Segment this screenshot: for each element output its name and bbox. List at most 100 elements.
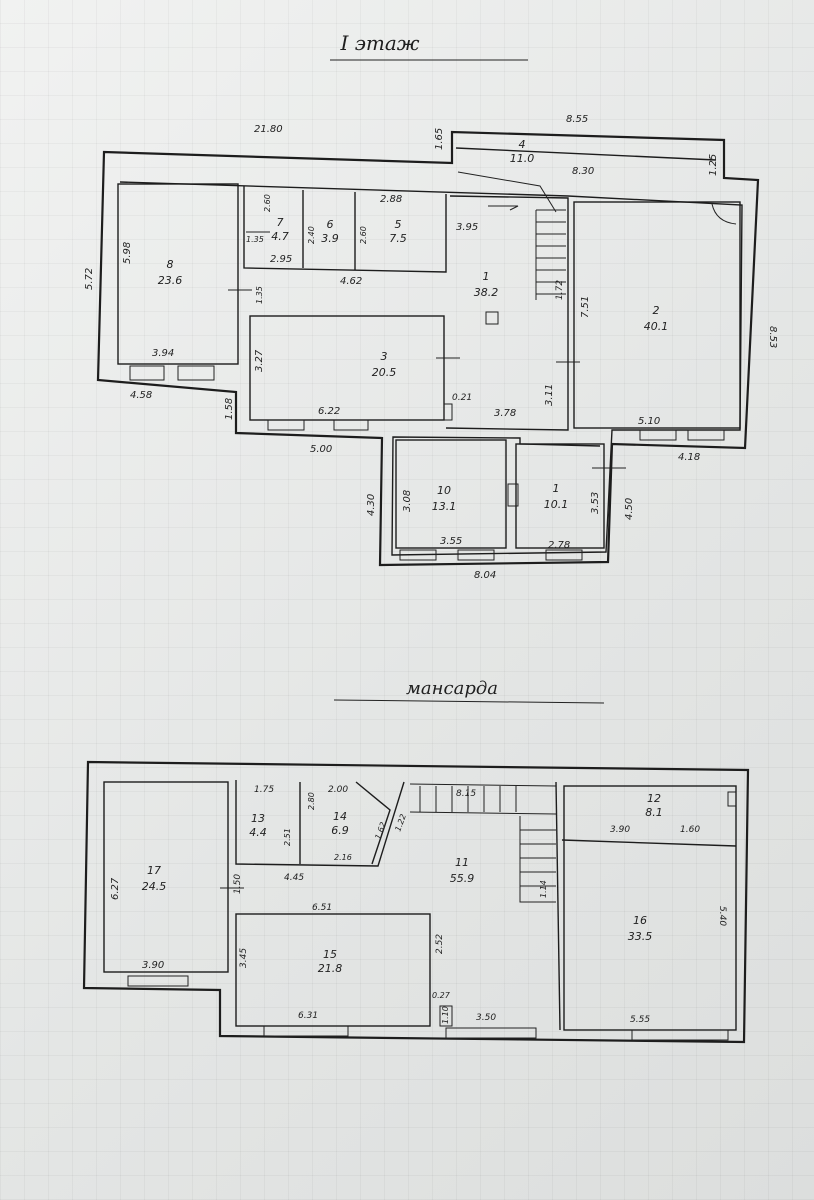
- f1-dim: 5.98: [122, 242, 133, 264]
- att-dim: 1.10: [441, 1006, 450, 1024]
- f1-dim: 2.60: [263, 194, 272, 212]
- f1-dim: 4.62: [340, 276, 362, 287]
- f1-room-num: 7: [277, 216, 284, 229]
- f1-dim: 0.21: [452, 393, 472, 403]
- att-dim: 1.62: [373, 821, 388, 841]
- att-room-area: 6.9: [331, 824, 349, 837]
- floor1-plan: [96, 130, 760, 567]
- attic-room-labels: 11 55.9 12 8.1 13 4.4 14 6.9 15 21.8 16 …: [142, 792, 663, 975]
- f1-dim: 2.88: [380, 194, 402, 205]
- f1-dim: 3.27: [254, 349, 265, 372]
- f1-dim: 1.58: [224, 398, 235, 420]
- f1-dim: 5.00: [310, 444, 332, 455]
- att-room-num: 12: [647, 792, 661, 805]
- f1-room-area: 20.5: [372, 366, 397, 379]
- att-room-area: 33.5: [628, 930, 653, 943]
- f1-dim: 8.53: [767, 326, 778, 348]
- att-dim: 1.14: [539, 880, 548, 898]
- f1-dim: 4.18: [678, 452, 700, 463]
- f1-dim: 21.80: [254, 124, 283, 135]
- f1-dim: 7.51: [580, 296, 591, 318]
- f1-room-area: 40.1: [644, 320, 669, 333]
- f1-room-num: 8: [167, 258, 174, 271]
- f1-room-area: 11.0: [510, 152, 535, 165]
- f1-dim: 1.25: [708, 154, 719, 176]
- f1-dim: 6.22: [318, 406, 340, 417]
- att-dim: 2.51: [283, 828, 292, 846]
- att-room-num: 13: [251, 812, 265, 825]
- att-dim: 1.22: [393, 813, 408, 833]
- f1-dim: 3.94: [152, 348, 174, 359]
- f1-dim: 3.08: [402, 490, 413, 512]
- att-dim: 6.31: [298, 1011, 318, 1021]
- att-dim: 0.27: [432, 991, 451, 1000]
- f1-room-num: 1: [483, 270, 490, 283]
- att-dim: 3.90: [610, 825, 630, 835]
- att-dim: 3.45: [239, 948, 249, 968]
- att-room-area: 8.1: [645, 806, 663, 819]
- att-dim: 2.00: [328, 785, 348, 795]
- f1-room-num: 1: [553, 482, 560, 495]
- att-room-num: 14: [333, 810, 347, 823]
- f1-dim: 4.50: [624, 498, 635, 520]
- f1-dim: 8.04: [474, 570, 496, 581]
- f1-dim: 3.53: [590, 492, 601, 514]
- f1-dim: 5.10: [638, 416, 660, 427]
- f1-dim: 3.11: [544, 384, 555, 406]
- f1-dim: 1.65: [434, 128, 445, 150]
- att-dim: 8.15: [456, 789, 476, 799]
- att-room-num: 16: [633, 914, 647, 927]
- f1-dim: 2.60: [359, 226, 368, 244]
- floor1-dimensions: 21.80 8.55 8.30 1.65 1.25 5.72 5.98 3.94…: [84, 114, 778, 581]
- f1-room-num: 2: [653, 304, 660, 317]
- f1-dim: 5.72: [84, 268, 95, 290]
- f1-dim: 1.35: [246, 235, 264, 244]
- f1-room-area: 10.1: [544, 498, 569, 511]
- f1-dim: 8.55: [566, 114, 588, 125]
- f1-room-num: 10: [437, 484, 451, 497]
- f1-dim: 3.95: [456, 222, 478, 233]
- f1-room-num: 4: [519, 138, 526, 151]
- f1-room-area: 23.6: [158, 274, 183, 287]
- att-dim: 3.50: [476, 1013, 496, 1023]
- f1-dim: 8.30: [572, 166, 594, 177]
- attic-heading: мансарда: [406, 678, 498, 699]
- f1-dim: 1.35: [255, 286, 264, 304]
- att-dim: 4.45: [284, 873, 304, 883]
- att-dim: 2.52: [435, 934, 445, 954]
- f1-room-num: 3: [381, 350, 388, 363]
- att-room-num: 17: [147, 864, 161, 877]
- att-room-area: 55.9: [450, 872, 475, 885]
- f1-dim: 2.40: [307, 226, 316, 244]
- att-dim: 1.50: [233, 874, 243, 894]
- att-dim: 2.80: [307, 792, 316, 810]
- att-dim: 6.27: [110, 877, 121, 900]
- f1-dim: 2.95: [270, 254, 292, 265]
- att-room-area: 24.5: [142, 880, 167, 893]
- f1-dim: 3.78: [494, 408, 516, 419]
- att-dim: 3.90: [142, 960, 164, 971]
- att-dim: 5.55: [630, 1015, 650, 1025]
- att-room-area: 21.8: [318, 962, 343, 975]
- attic-heading-underline: [333, 699, 605, 704]
- f1-dim: 4.58: [130, 390, 152, 401]
- att-dim: 1.75: [254, 785, 274, 795]
- att-room-num: 15: [323, 948, 337, 961]
- f1-dim: 4.30: [366, 494, 377, 516]
- f1-room-area: 3.9: [321, 232, 339, 245]
- floor1-room-labels: 1 38.2 2 40.1 3 20.5 4 11.0 5 7.5 6 3.9 …: [158, 138, 669, 513]
- f1-dim: 3.55: [440, 536, 462, 547]
- f1-room-area: 13.1: [432, 500, 457, 513]
- attic-plan: [82, 760, 750, 1044]
- f1-room-area: 38.2: [474, 286, 499, 299]
- att-room-num: 11: [455, 856, 469, 869]
- att-dim: 1.60: [680, 825, 700, 835]
- att-room-area: 4.4: [249, 826, 267, 839]
- f1-room-area: 4.7: [271, 230, 289, 243]
- floor1-heading: I этаж: [339, 31, 419, 55]
- f1-room-num: 6: [327, 218, 334, 231]
- f1-dim: 1.72: [555, 280, 565, 300]
- att-dim: 5.40: [717, 906, 727, 926]
- att-dim: 2.16: [334, 853, 352, 862]
